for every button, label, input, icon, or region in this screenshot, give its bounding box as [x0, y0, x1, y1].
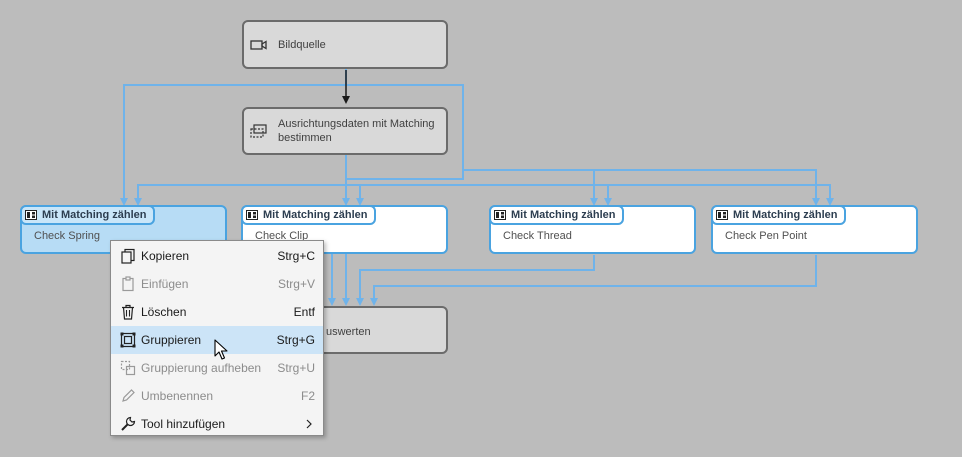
tool-check-thread[interactable]: Mit Matching zählen Check Thread [489, 205, 696, 254]
alignment-label: Ausrichtungsdaten mit Matching bestimmen [278, 118, 435, 144]
menu-item-delete[interactable]: Löschen Entf [111, 298, 323, 326]
matching-count-icon [716, 210, 728, 220]
ungroup-icon [120, 360, 136, 376]
matching-count-icon [25, 210, 37, 220]
camera-icon [250, 39, 267, 50]
image-source-node[interactable]: Bildquelle [242, 20, 448, 69]
matching-count-icon [494, 210, 506, 220]
menu-item-paste[interactable]: Einfügen Strg+V [111, 270, 323, 298]
matching-count-icon [246, 210, 258, 220]
pencil-icon [122, 389, 135, 402]
trash-icon [122, 304, 134, 320]
tool-type-tag: Mit Matching zählen [20, 205, 155, 225]
alignment-icon [250, 124, 267, 138]
menu-item-rename[interactable]: Umbenennen F2 [111, 382, 323, 410]
copy-icon [121, 248, 135, 264]
evaluate-label: uswerten [326, 326, 371, 338]
context-menu: Kopieren Strg+C Einfügen Strg+V Löschen … [110, 240, 324, 436]
tool-name: Check Thread [503, 230, 572, 242]
group-icon [120, 332, 136, 348]
tool-type-tag: Mit Matching zählen [241, 205, 376, 225]
tool-type-tag: Mit Matching zählen [711, 205, 846, 225]
chevron-right-icon [306, 419, 312, 429]
paste-icon [122, 276, 134, 292]
tool-name: Check Clip [255, 230, 309, 242]
image-source-label: Bildquelle [278, 38, 326, 51]
menu-item-ungroup[interactable]: Gruppierung aufheben Strg+U [111, 354, 323, 382]
menu-item-copy[interactable]: Kopieren Strg+C [111, 242, 323, 270]
alignment-node[interactable]: Ausrichtungsdaten mit Matching bestimmen [242, 107, 448, 155]
menu-item-group[interactable]: Gruppieren Strg+G [111, 326, 323, 354]
tool-name: Check Pen Point [725, 230, 807, 242]
mouse-cursor-icon [214, 339, 228, 360]
tool-name: Check Spring [34, 230, 101, 242]
tool-check-pen-point[interactable]: Mit Matching zählen Check Pen Point [711, 205, 918, 254]
tool-type-tag: Mit Matching zählen [489, 205, 624, 225]
menu-item-add-tool[interactable]: Tool hinzufügen [111, 410, 323, 438]
wrench-icon [121, 416, 136, 431]
